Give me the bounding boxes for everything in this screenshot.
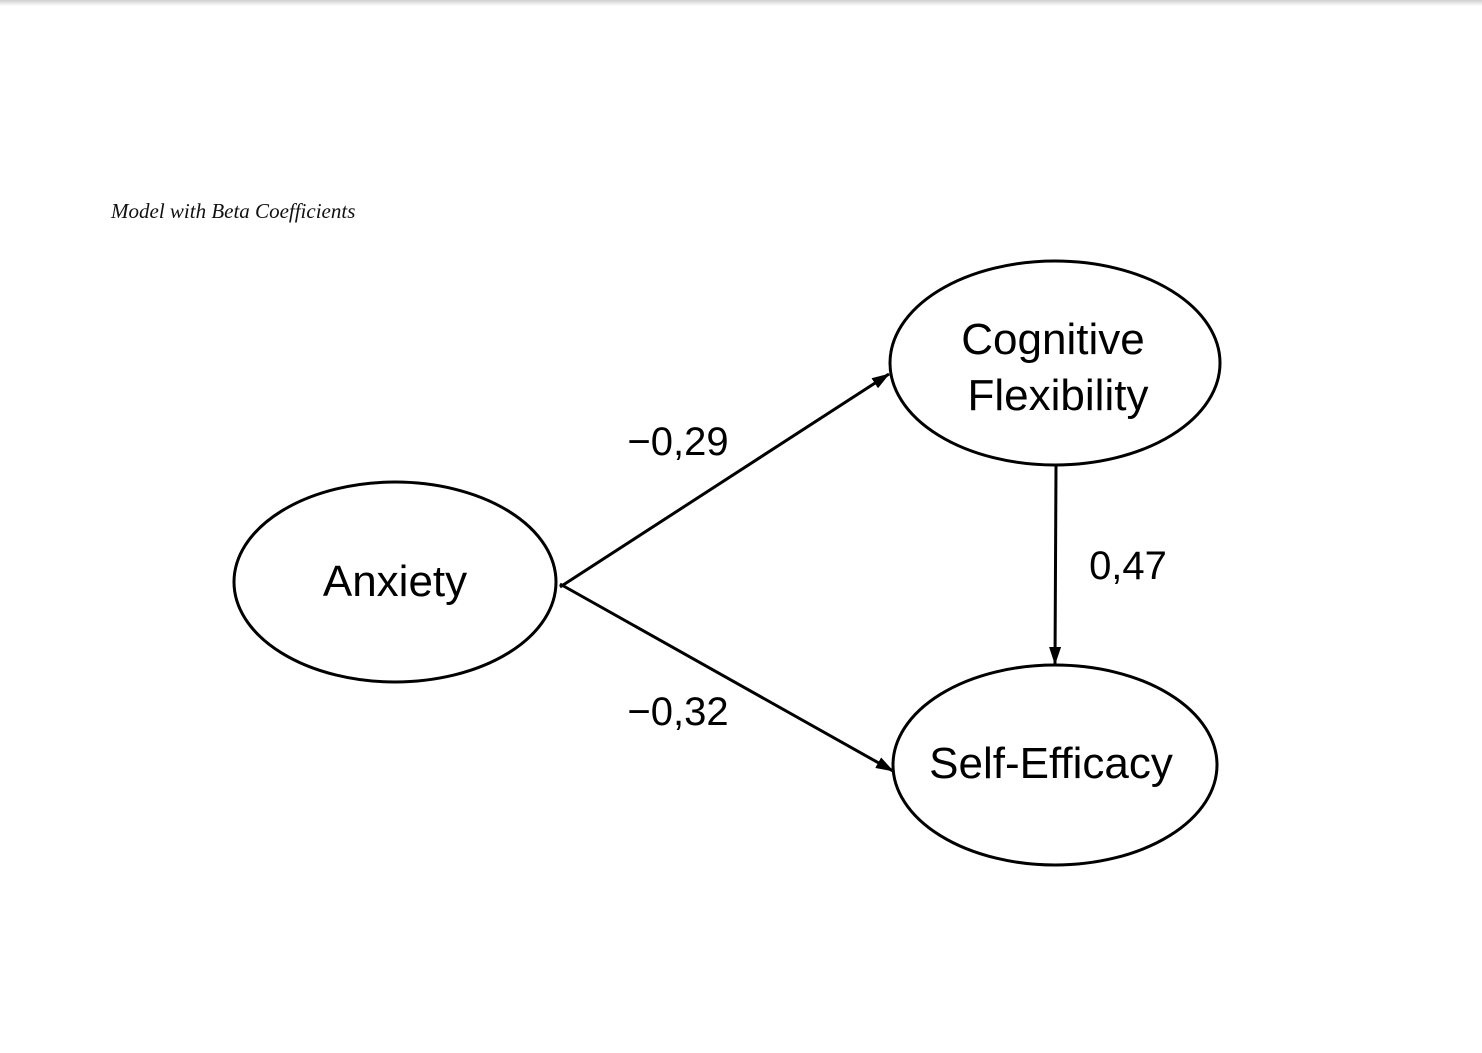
coefficient-anxiety-to-self-efficacy: −0,32 bbox=[627, 690, 728, 734]
node-cognitive-flexibility-ellipse bbox=[888, 259, 1222, 467]
path-anxiety-to-cognitive-flexibility: −0,29 bbox=[559, 372, 890, 589]
path-anxiety-to-self-efficacy: −0,32 bbox=[559, 582, 894, 773]
path-cognitive-flexibility-to-self-efficacy: 0,47 bbox=[1049, 465, 1167, 665]
node-cognitive-flexibility-label-line1: Cognitive bbox=[961, 315, 1144, 364]
figure-caption: Model with Beta Coefficients bbox=[111, 199, 356, 223]
node-cognitive-flexibility-label-line2: Flexibility bbox=[968, 371, 1149, 420]
node-self-efficacy: Self-Efficacy bbox=[891, 663, 1219, 867]
node-anxiety-ellipse bbox=[232, 480, 558, 684]
node-anxiety: Anxiety bbox=[232, 480, 558, 684]
arrow-anxiety-to-self-efficacy bbox=[559, 582, 894, 773]
arrow-anxiety-to-cognitive-flexibility bbox=[559, 372, 890, 589]
arrow-cognitive-flexibility-to-self-efficacy bbox=[1049, 465, 1062, 665]
coefficient-cognitive-flexibility-to-self-efficacy: 0,47 bbox=[1089, 544, 1167, 588]
coefficient-anxiety-to-cognitive-flexibility: −0,29 bbox=[627, 420, 728, 464]
node-self-efficacy-label: Self-Efficacy bbox=[929, 739, 1173, 788]
node-anxiety-label: Anxiety bbox=[323, 557, 467, 606]
top-edge-shadow bbox=[0, 0, 1482, 6]
node-cognitive-flexibility: Cognitive Flexibility bbox=[888, 259, 1222, 467]
